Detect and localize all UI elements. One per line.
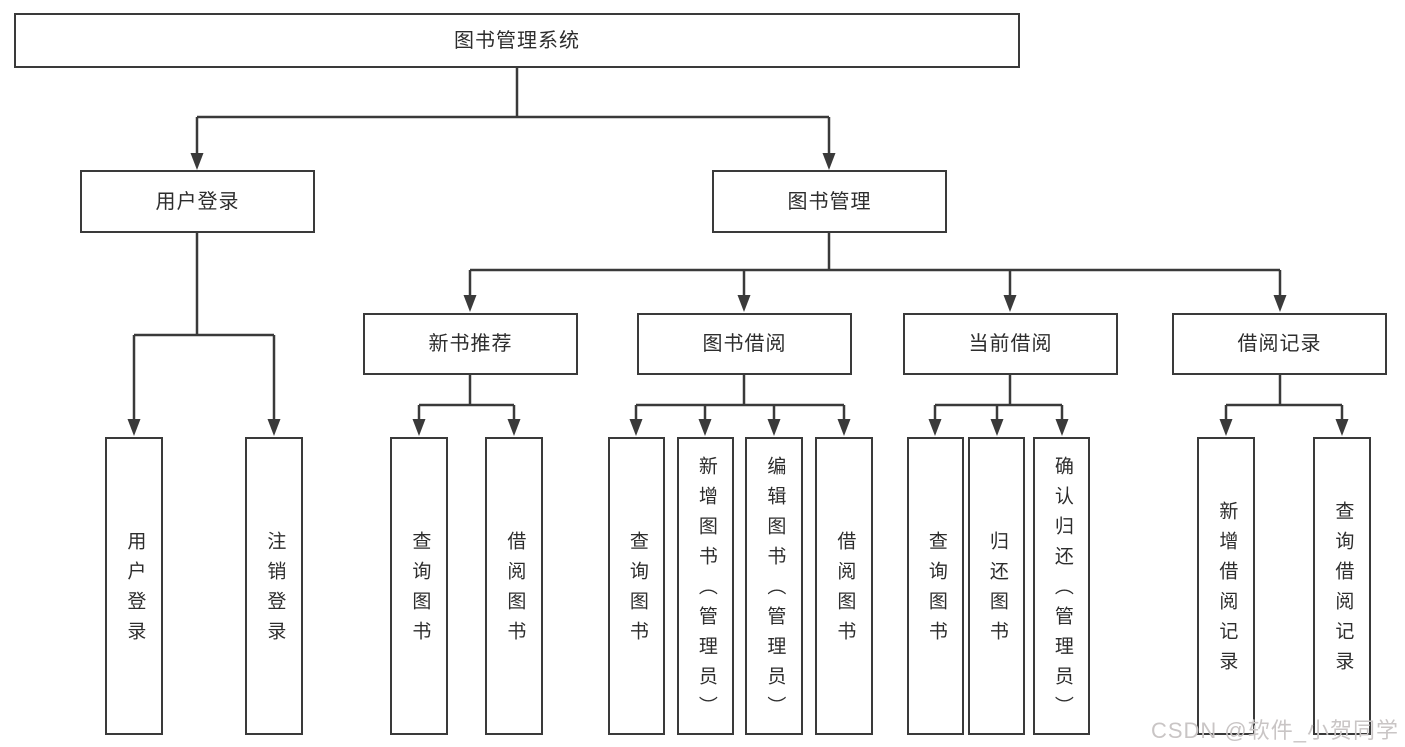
connector-user-login-to-leaves	[132, 233, 276, 420]
leaf-user-login: 用户登录	[105, 437, 163, 735]
node-new-book-recommend: 新书推荐	[363, 313, 578, 375]
leaf-borrow-query-books: 查询图书	[608, 437, 665, 735]
node-user-login: 用户登录	[80, 170, 315, 233]
connector-book-mgmt-to-level3	[468, 233, 1282, 296]
connector-root-to-level2	[195, 68, 831, 154]
leaf-borrow-edit-books-admin: 编辑图书（管理员）	[745, 437, 803, 735]
node-root: 图书管理系统	[14, 13, 1020, 68]
csdn-watermark: CSDN @软件_小贺同学	[1150, 718, 1399, 743]
leaf-borrow-add-books-admin: 新增图书（管理员）	[677, 437, 734, 735]
node-book-management: 图书管理	[712, 170, 947, 233]
leaf-current-confirm-return-admin: 确认归还（管理员）	[1033, 437, 1090, 735]
node-book-borrow: 图书借阅	[637, 313, 852, 375]
arrowheads	[127, 153, 1349, 436]
leaf-newbook-query-books: 查询图书	[390, 437, 448, 735]
node-borrow-record: 借阅记录	[1172, 313, 1387, 375]
connector-new-book-to-leaves	[417, 375, 516, 420]
leaf-borrow-borrow-books: 借阅图书	[815, 437, 873, 735]
connector-book-borrow-to-leaves	[634, 375, 846, 420]
leaf-newbook-borrow-books: 借阅图书	[485, 437, 543, 735]
leaf-logout: 注销登录	[245, 437, 303, 735]
node-current-borrow: 当前借阅	[903, 313, 1118, 375]
leaf-record-query-borrow-record: 查询借阅记录	[1313, 437, 1371, 735]
leaf-current-return-books: 归还图书	[968, 437, 1025, 735]
leaf-record-add-borrow-record: 新增借阅记录	[1197, 437, 1255, 735]
leaf-current-query-books: 查询图书	[907, 437, 964, 735]
connector-current-borrow-to-leaves	[933, 375, 1064, 420]
connector-borrow-record-to-leaves	[1224, 375, 1344, 420]
